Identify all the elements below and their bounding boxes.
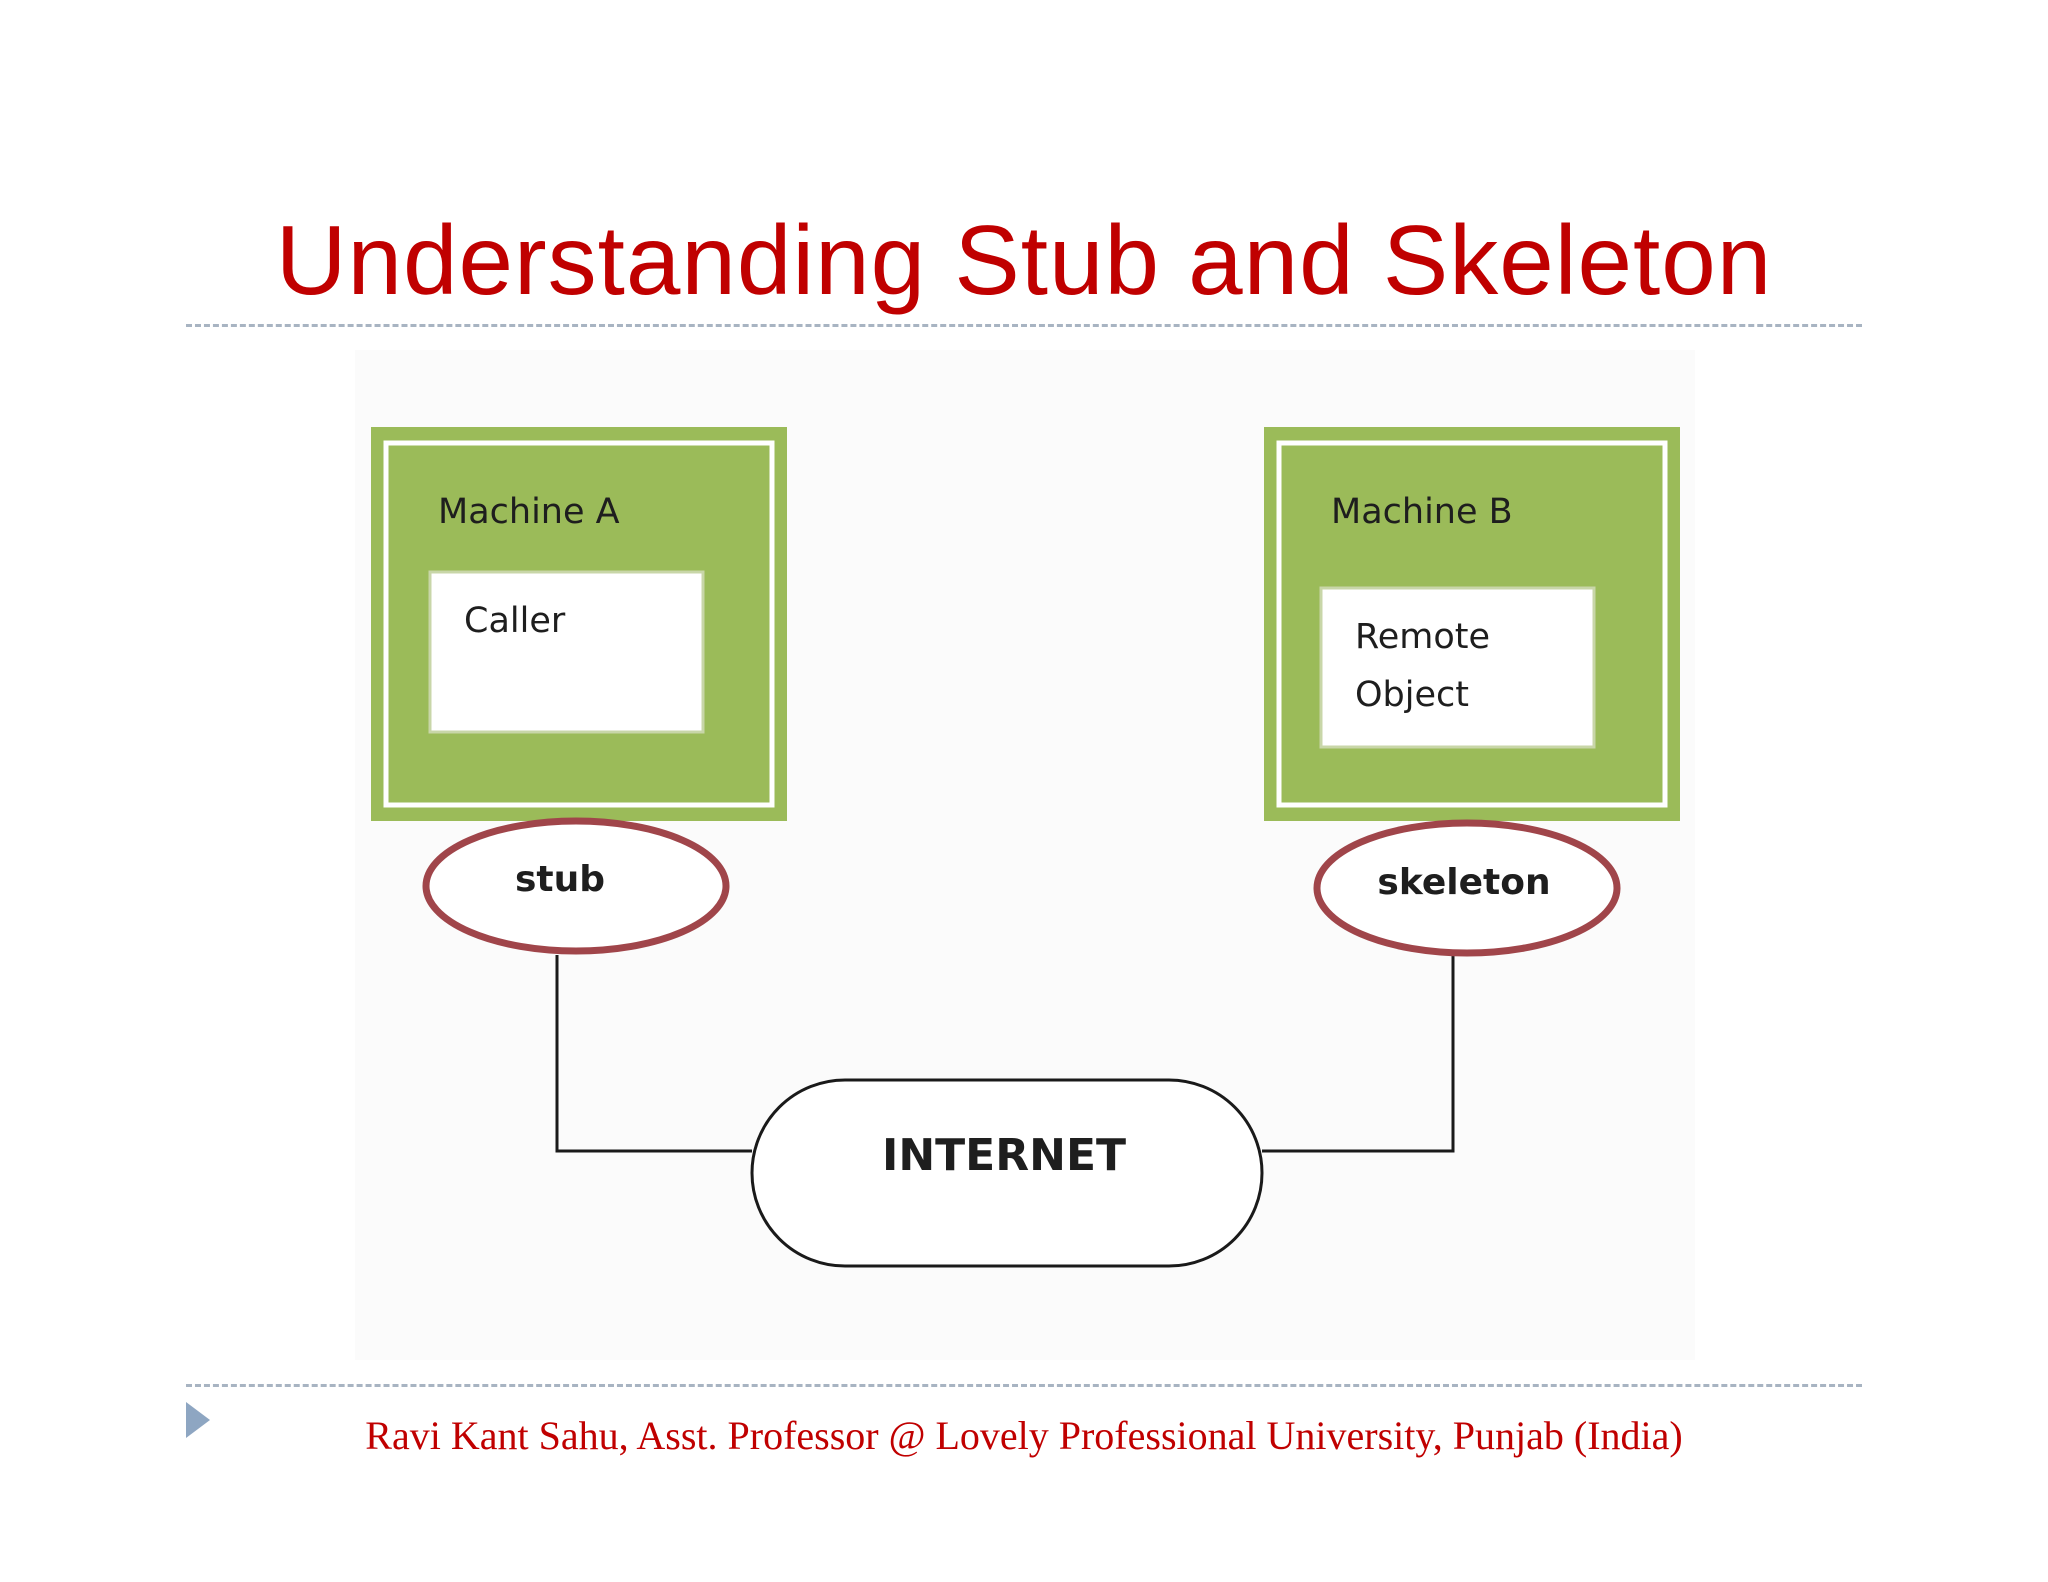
internet-shape: INTERNET: [750, 1078, 1264, 1268]
skeleton-to-internet-line: [1262, 955, 1455, 1153]
footer-triangle-icon: [186, 1402, 210, 1438]
stub-label: stub: [515, 859, 605, 900]
skeleton-oval: skeleton: [1313, 819, 1621, 957]
stub-to-internet-line: [555, 955, 752, 1153]
stub-oval: stub: [422, 817, 730, 955]
internet-label: INTERNET: [882, 1130, 1126, 1181]
machine-a-box: Machine A Caller: [371, 427, 787, 821]
machine-b-label: Machine B: [1331, 492, 1513, 532]
remote-object-line-1: Remote: [1355, 617, 1490, 657]
caller-box: Caller: [428, 570, 705, 734]
footer-text: Ravi Kant Sahu, Asst. Professor @ Lovely…: [365, 1413, 1683, 1458]
machine-b-box: Machine B Remote Object: [1264, 427, 1680, 821]
remote-object-box: Remote Object: [1319, 586, 1596, 749]
footer-divider: [186, 1384, 1862, 1387]
slide-title: Understanding Stub and Skeleton: [275, 205, 1773, 315]
caller-label: Caller: [464, 601, 566, 641]
remote-object-line-2: Object: [1355, 675, 1469, 715]
skeleton-label: skeleton: [1377, 862, 1550, 903]
machine-a-label: Machine A: [438, 492, 620, 532]
title-divider: [186, 324, 1862, 327]
